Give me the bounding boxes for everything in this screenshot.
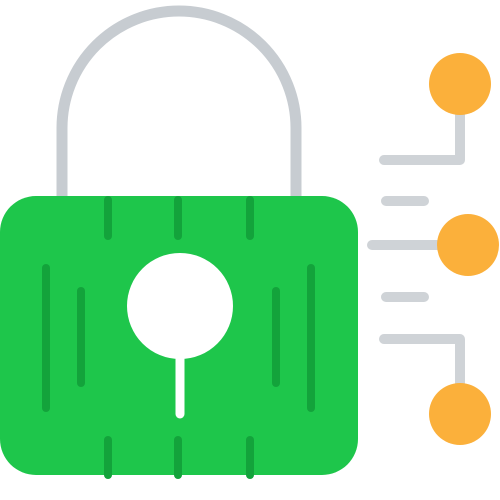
circuit-lines xyxy=(367,107,465,390)
circuit-line-bottom xyxy=(379,334,465,390)
circuit-node-middle xyxy=(437,214,499,276)
padlock-stripes xyxy=(42,196,315,479)
circuit-node-top xyxy=(429,53,491,115)
circuit-nodes xyxy=(429,53,499,445)
circuit-node-bottom xyxy=(429,383,491,445)
circuit-line-top xyxy=(379,107,465,165)
keyhole-circle xyxy=(127,253,233,359)
keyhole-icon xyxy=(127,253,233,419)
padlock-shackle xyxy=(56,5,302,206)
